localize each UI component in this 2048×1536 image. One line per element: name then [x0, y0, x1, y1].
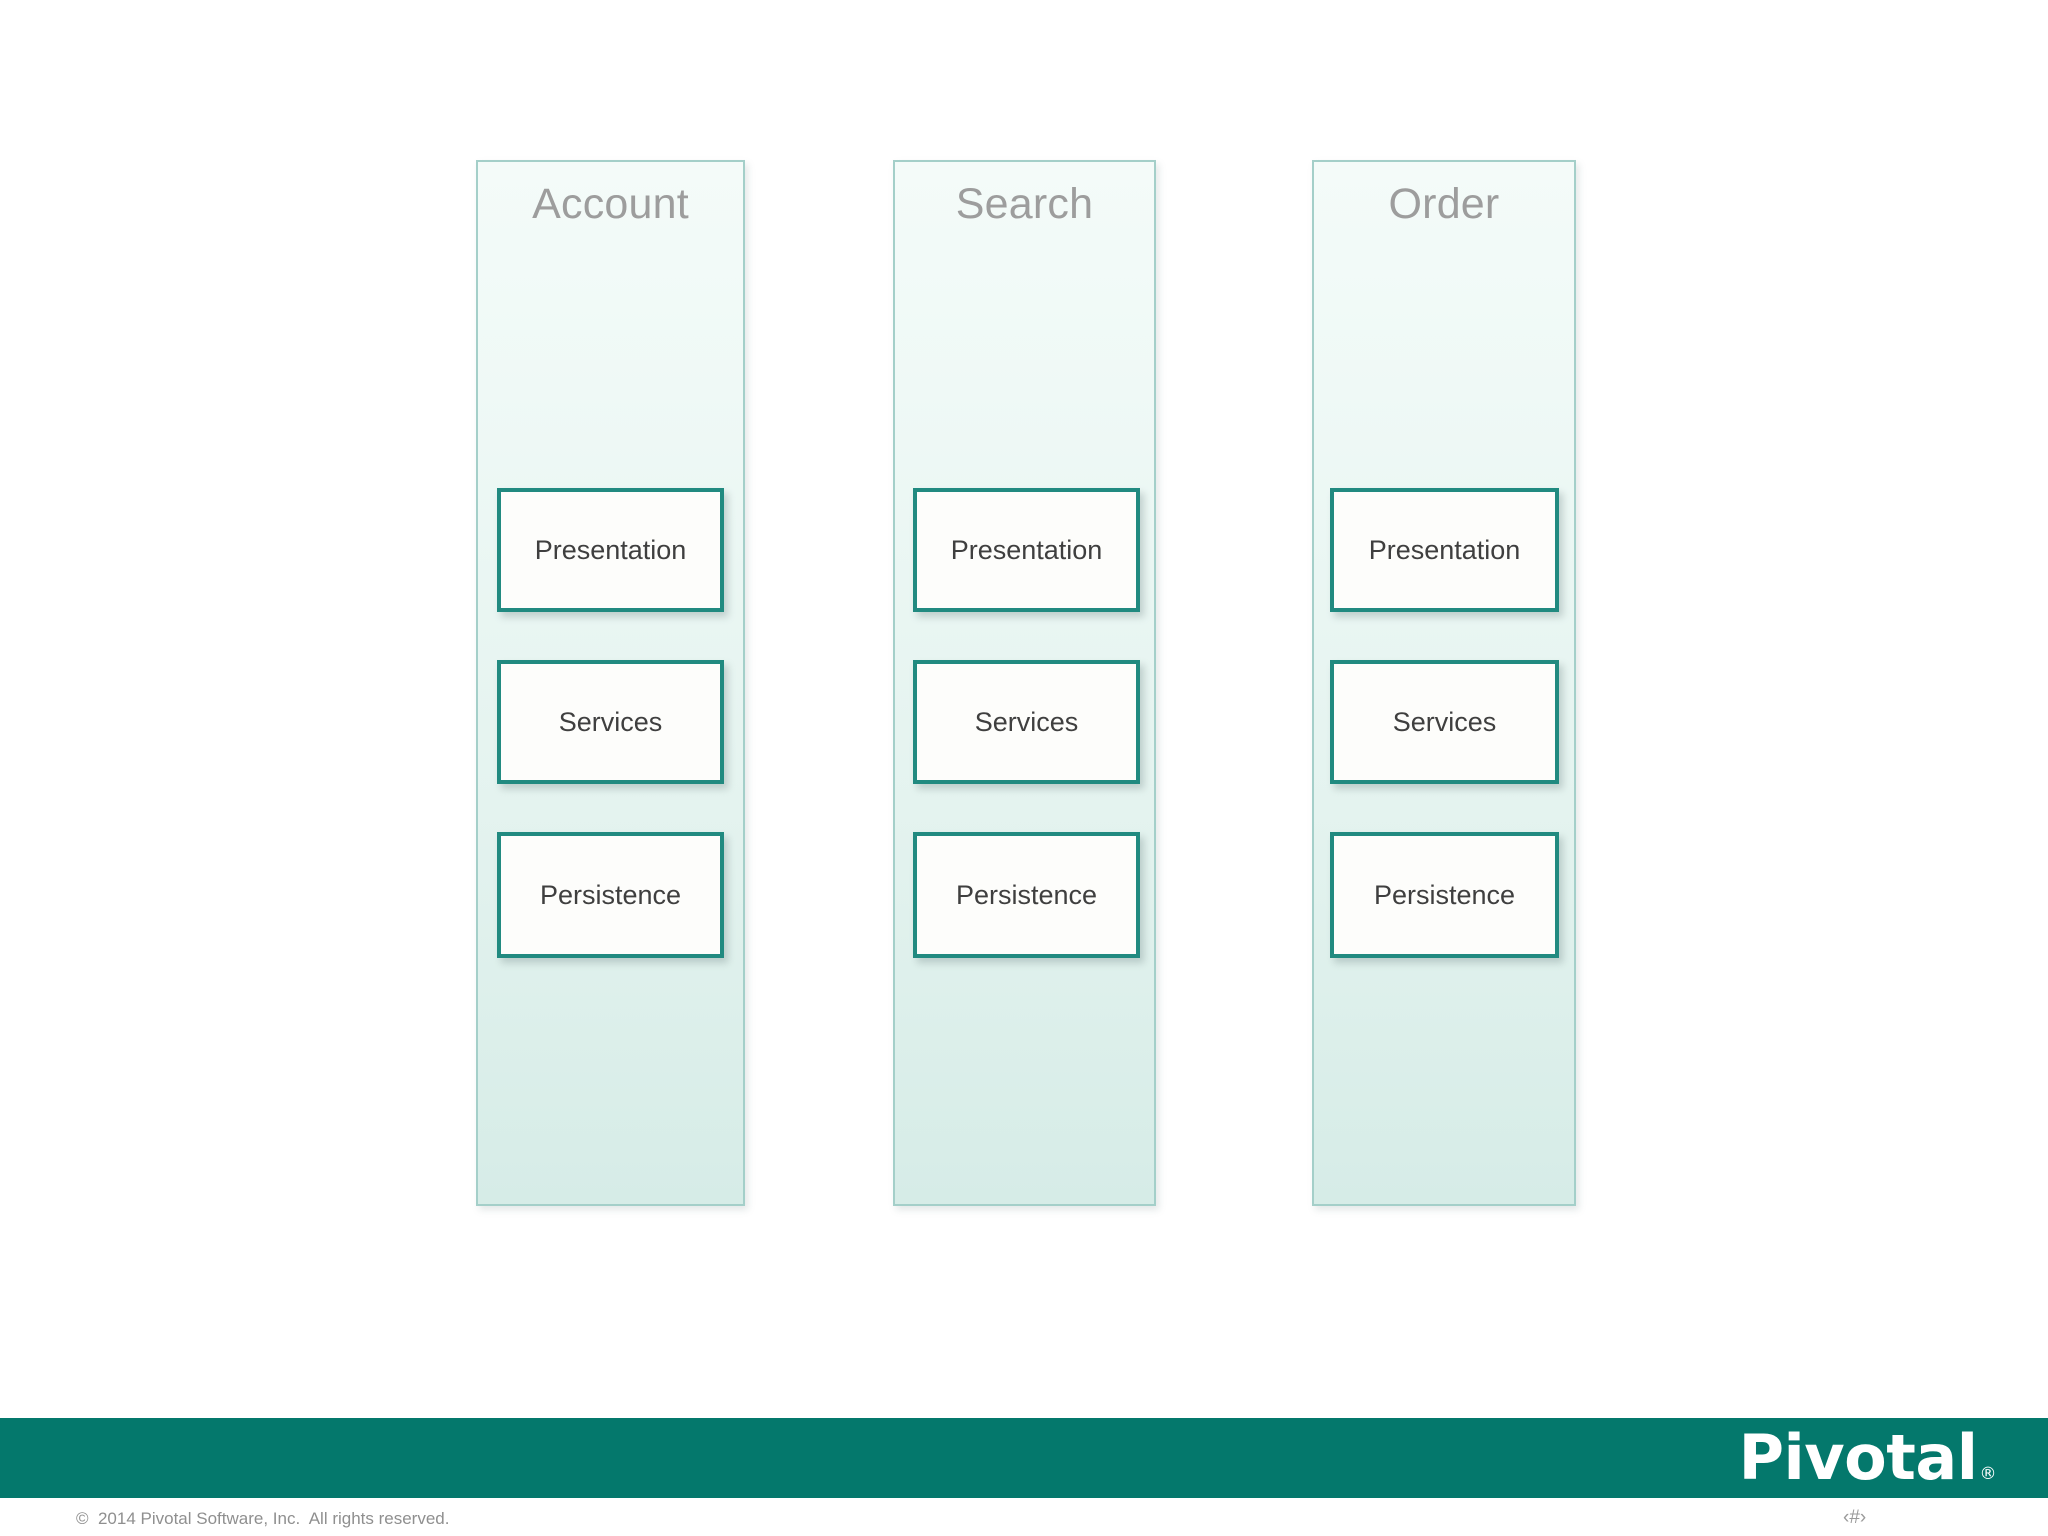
page-number-placeholder: ‹#›: [1843, 1507, 1867, 1528]
layer-label: Services: [1392, 707, 1497, 737]
layer-box-account-services[interactable]: Services: [497, 660, 724, 784]
copyright-notice: © 2014 Pivotal Software, Inc. All rights…: [76, 1509, 450, 1528]
layer-label: Presentation: [950, 535, 1103, 565]
layer-label: Persistence: [955, 880, 1098, 910]
layer-box-account-persistence[interactable]: Persistence: [497, 832, 724, 958]
layer-label: Presentation: [1368, 535, 1521, 565]
column-title-order: Order: [1388, 180, 1500, 228]
layer-label: Services: [974, 707, 1079, 737]
layer-label: Services: [558, 707, 663, 737]
layer-box-order-services[interactable]: Services: [1330, 660, 1559, 784]
layer-label: Persistence: [1373, 880, 1516, 910]
layer-box-order-persistence[interactable]: Persistence: [1330, 832, 1559, 958]
service-column-search[interactable]: Search Presentation Services Persistence: [893, 160, 1156, 1206]
architecture-columns: Account Presentation Services Persistenc…: [476, 160, 1576, 1206]
service-column-account[interactable]: Account Presentation Services Persistenc…: [476, 160, 745, 1206]
pivotal-logo: Pivotal®: [1738, 1421, 1997, 1495]
footer-bar: [0, 1418, 2048, 1498]
column-title-search: Search: [955, 180, 1094, 228]
service-column-order[interactable]: Order Presentation Services Persistence: [1312, 160, 1576, 1206]
layer-label: Persistence: [539, 880, 682, 910]
layer-box-search-persistence[interactable]: Persistence: [913, 832, 1140, 958]
pivotal-logo-text: Pivotal: [1738, 1421, 1978, 1494]
layer-box-order-presentation[interactable]: Presentation: [1330, 488, 1559, 612]
layer-box-search-presentation[interactable]: Presentation: [913, 488, 1140, 612]
layer-box-account-presentation[interactable]: Presentation: [497, 488, 724, 612]
column-title-account: Account: [532, 180, 689, 228]
layer-box-search-services[interactable]: Services: [913, 660, 1140, 784]
layer-label: Presentation: [534, 535, 687, 565]
registered-trademark-icon: ®: [1979, 1464, 1997, 1484]
